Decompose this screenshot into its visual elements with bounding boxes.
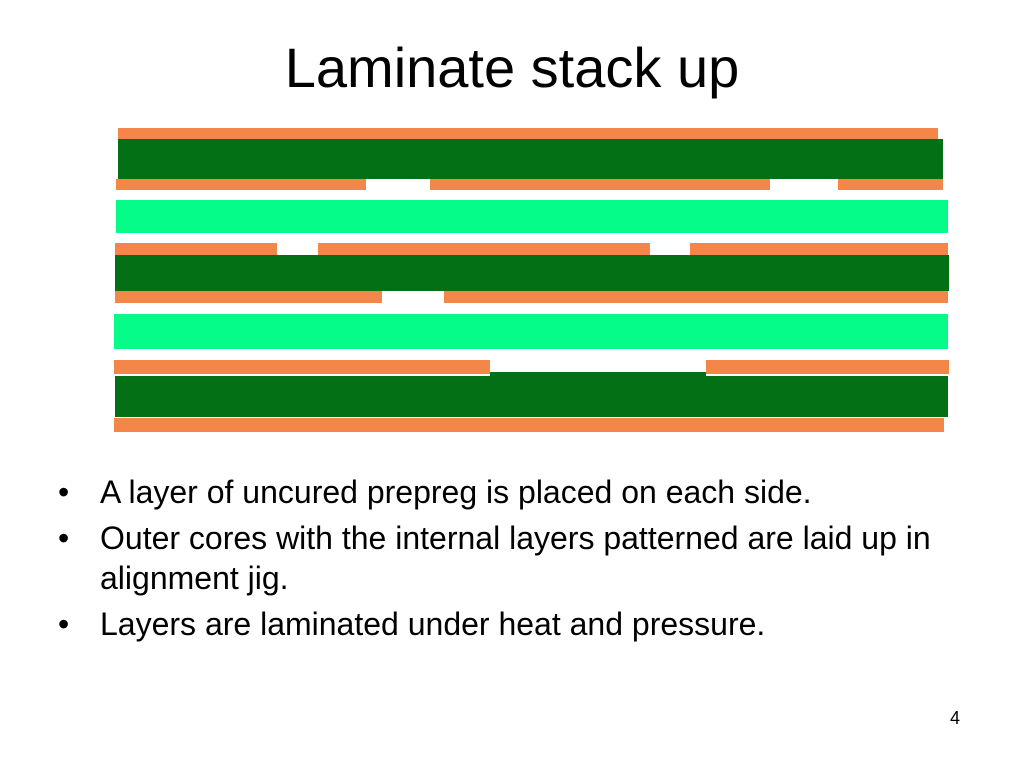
bullet-symbol: • — [58, 474, 70, 510]
copper-pad-mid-b — [318, 243, 650, 255]
bullet-symbol: • — [58, 606, 70, 642]
bullet-text: Outer cores with the internal layers pat… — [100, 520, 931, 596]
page-number: 4 — [949, 708, 960, 728]
copper-pad-top-a — [116, 179, 366, 190]
copper-pad-top-c — [838, 179, 943, 190]
bullet-text: A layer of uncured prepreg is placed on … — [100, 474, 812, 510]
bullet-item: • A layer of uncured prepreg is placed o… — [58, 472, 958, 512]
core-bottom-notch — [490, 372, 706, 378]
bullet-symbol: • — [58, 520, 70, 556]
bullet-item: • Outer cores with the internal layers p… — [58, 518, 958, 598]
copper-pad-top-b — [430, 179, 770, 190]
core-middle — [115, 255, 949, 291]
core-bottom — [115, 376, 948, 417]
prepreg-layer-1 — [116, 200, 948, 233]
bullet-text: Layers are laminated under heat and pres… — [100, 606, 766, 642]
prepreg-layer-2 — [114, 314, 948, 349]
core-top — [118, 139, 943, 179]
copper-pad-bot-a — [114, 360, 490, 374]
copper-pad-mid-e — [444, 291, 948, 303]
copper-foil-top-1 — [118, 128, 938, 140]
bullet-item: • Layers are laminated under heat and pr… — [58, 604, 958, 644]
slide-title: Laminate stack up — [284, 36, 740, 99]
copper-pad-bot-b — [706, 360, 949, 374]
copper-pad-mid-d — [115, 291, 382, 303]
bullet-list: • A layer of uncured prepreg is placed o… — [58, 472, 958, 650]
copper-pad-mid-a — [115, 243, 277, 255]
copper-foil-bottom — [114, 418, 944, 432]
copper-pad-mid-c — [690, 243, 948, 255]
